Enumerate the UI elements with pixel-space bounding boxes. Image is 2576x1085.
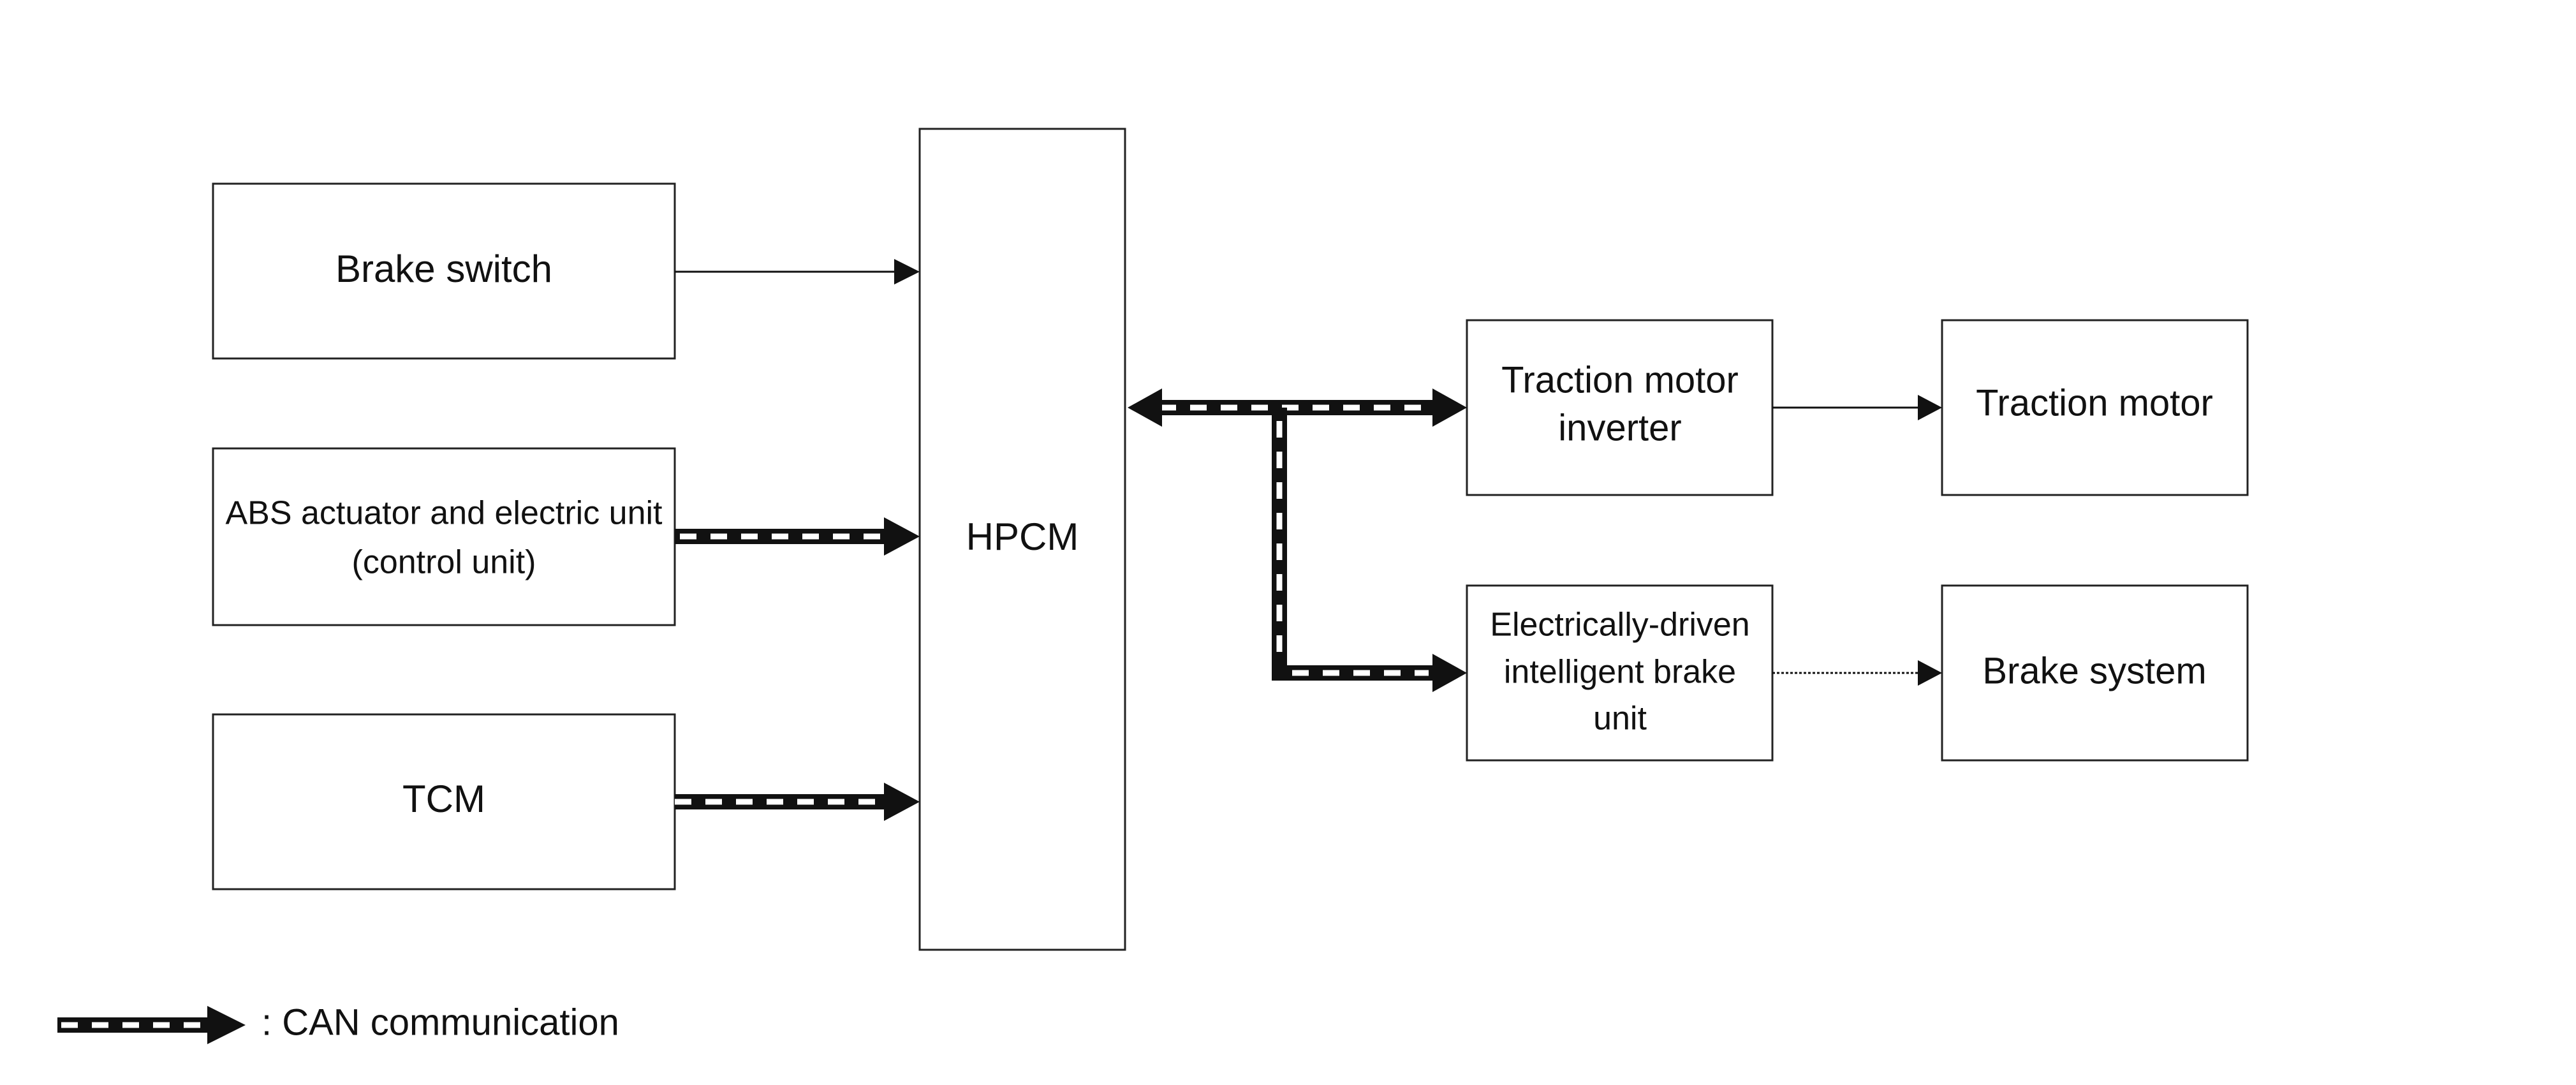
electrically-driven-brake-unit-block: Electrically-driven intelligent brake un… [1466,584,1774,762]
brake-switch-block: Brake switch [212,182,676,360]
brake-unit-to-brake-system-arrow [1772,660,1942,686]
edib-label-line-3: unit [1593,700,1647,737]
tcm-block: TCM [212,713,676,890]
brake-switch-label: Brake switch [335,247,552,290]
inverter-label-line-2: inverter [1558,407,1681,448]
edib-label-line-1: Electrically-driven [1490,607,1749,644]
brake-system-block: Brake system [1941,584,2249,762]
traction-motor-label: Traction motor [1976,382,2213,424]
inverter-to-traction-motor-arrow [1772,395,1942,420]
hpcm-label: HPCM [966,515,1079,558]
abs-label-line-2: (control unit) [352,544,536,581]
hpcm-block: HPCM [918,128,1126,951]
edib-label-line-2: intelligent brake [1504,654,1736,691]
hpcm-inverter-can-line [1128,388,1467,427]
abs-to-hpcm-can-line [675,517,920,556]
legend-can-line-symbol [57,1006,246,1044]
inverter-label-line-1: Traction motor [1501,359,1739,401]
brake-switch-to-hpcm-arrow [675,259,920,284]
tcm-to-hpcm-can-line [675,783,920,821]
traction-motor-block: Traction motor [1941,319,2249,496]
branch-to-brake-unit-can-line [1272,408,1467,692]
legend: : CAN communication [57,1001,619,1044]
traction-motor-inverter-block: Traction motor inverter [1466,319,1774,496]
abs-actuator-block: ABS actuator and electric unit (control … [212,447,676,626]
legend-label: : CAN communication [261,1001,619,1043]
abs-label-line-1: ABS actuator and electric unit [225,495,663,532]
tcm-label: TCM [402,778,485,820]
brake-system-label: Brake system [1982,650,2206,691]
